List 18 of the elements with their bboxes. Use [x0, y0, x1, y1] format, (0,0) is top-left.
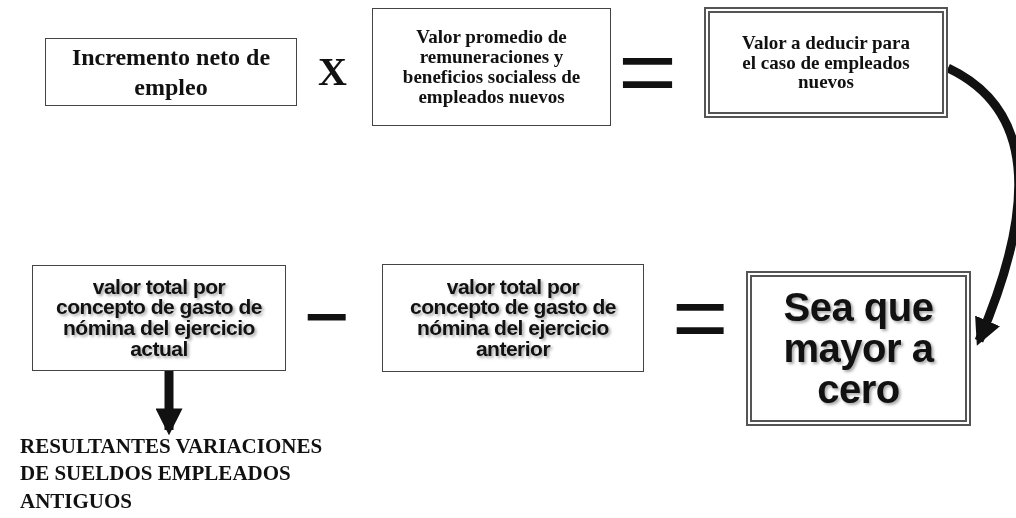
box-text: valor total por concepto de gasto de nómina del ejercicio actual [55, 276, 263, 360]
arrow [155, 371, 183, 436]
equals-sign: = [618, 26, 678, 118]
multiplication-sign: X [318, 52, 347, 92]
process-box [372, 8, 611, 126]
process-box [45, 38, 297, 106]
box-text: Valor a deducir para el caso de empleados nuevos [741, 32, 911, 93]
minus-sign: − [304, 270, 350, 362]
box-text: valor total por concepto de gasto de nómina del ejercicio anterior [409, 276, 617, 360]
process-box [746, 271, 971, 426]
process-box [32, 265, 286, 371]
box-text: Sea que mayor a cero [782, 287, 936, 410]
process-box [382, 264, 644, 372]
box-text: Valor promedio de remuneraciones y beneficios socialess de empleados nuevos [401, 27, 582, 107]
process-box [704, 7, 948, 118]
result-text: RESULTANTES VARIACIONES DE SUELDOS EMPLEADOS ANTIGUOS [20, 433, 324, 515]
box-text: Incremento neto de empleo [71, 43, 271, 102]
equals-sign: = [672, 272, 729, 364]
